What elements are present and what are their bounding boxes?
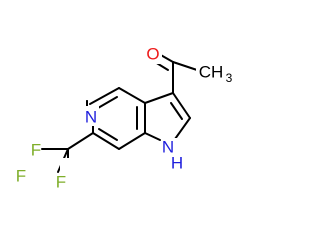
structure-svg: N N H O CH 3 F F F bbox=[15, 44, 236, 192]
bond-c3-c2 bbox=[172, 92, 191, 119]
pyrrole-n-label: N bbox=[162, 138, 174, 157]
bond-carbonyl-methyl bbox=[172, 61, 198, 71]
fluorine-left-label: F bbox=[16, 167, 26, 186]
pyridine-n-label: N bbox=[85, 108, 97, 127]
bond-c6-cf3 bbox=[67, 132, 94, 150]
fluorine-top-label: F bbox=[31, 141, 41, 160]
bond-c7a-c7 bbox=[118, 132, 146, 150]
molecule-diagram: N N H O CH 3 F F F bbox=[15, 44, 236, 192]
atom-labels: N N H O CH 3 F F F bbox=[16, 44, 236, 192]
bond-n5-c4 bbox=[89, 87, 120, 105]
bond-c2-n1 bbox=[174, 117, 191, 140]
methyl-ch-label: CH bbox=[199, 63, 224, 82]
bond-c4-c3a-single bbox=[118, 87, 146, 104]
bonds bbox=[41, 53, 198, 173]
fluorine-bottom-label: F bbox=[56, 173, 66, 192]
bond-c3a-c3 bbox=[144, 92, 174, 104]
bond-c3-c2-inner bbox=[170, 102, 183, 120]
bond-c7-c6-inner bbox=[98, 128, 118, 141]
bond-n5-c4-inner bbox=[97, 96, 118, 109]
bond-n1-c7a bbox=[144, 132, 161, 141]
carbonyl-o-label: O bbox=[146, 45, 159, 64]
bond-c7-c6 bbox=[92, 132, 120, 150]
pyrrole-h-label: H bbox=[171, 154, 183, 173]
methyl-subscript-label: 3 bbox=[226, 71, 233, 85]
